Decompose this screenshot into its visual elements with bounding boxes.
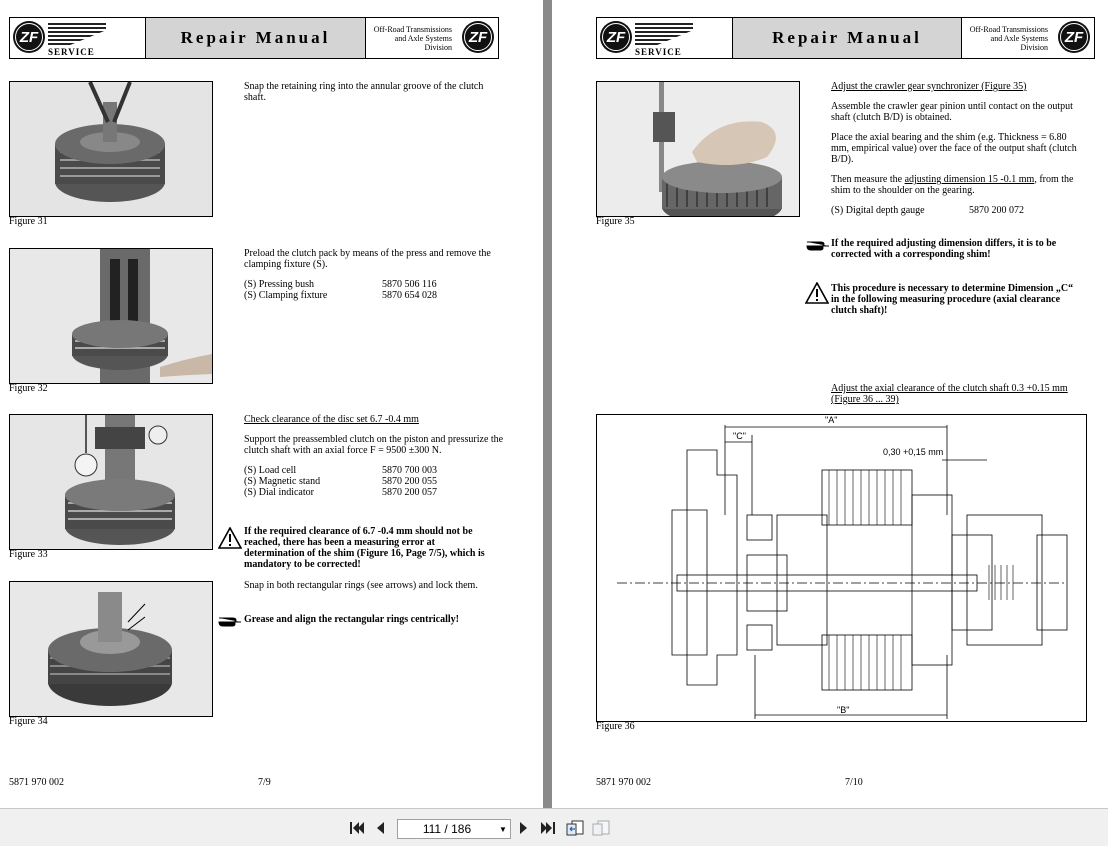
- warning-icon: [805, 282, 829, 304]
- figure-35-image: [596, 81, 800, 217]
- page-header: ZF SERVICE Repair Manual Off-Road Transm…: [596, 17, 1095, 59]
- service-label: SERVICE: [635, 47, 682, 57]
- footer-page-number: 7/10: [845, 777, 863, 788]
- figure-34-image: [9, 581, 213, 717]
- page-indicator: 111 / 186: [422, 822, 472, 836]
- service-label: SERVICE: [48, 47, 95, 57]
- figure-caption: Figure 36: [596, 721, 635, 732]
- pointing-hand-icon: [218, 617, 241, 627]
- note-text: If the required adjusting dimension diff…: [831, 238, 1057, 260]
- step-block: Adjust the crawler gear synchronizer (Fi…: [831, 81, 1086, 216]
- figure-caption: Figure 31: [9, 216, 48, 227]
- first-page-button[interactable]: [349, 820, 365, 836]
- forward-view-icon: [592, 820, 610, 836]
- left-page: ZF SERVICE Repair Manual Off-Road Transm…: [0, 0, 543, 808]
- previous-page-icon: [377, 822, 384, 834]
- step-heading: Adjust the crawler gear synchronizer (Fi…: [831, 81, 1027, 92]
- right-page: ZF SERVICE Repair Manual Off-Road Transm…: [552, 0, 1108, 808]
- zf-service-logo: ZF SERVICE: [10, 18, 146, 58]
- back-view-button[interactable]: [566, 820, 584, 836]
- zf-logo-icon: ZF: [13, 21, 45, 53]
- figure-36-drawing: "A" "C" 0,30 +0,15 mm "B": [596, 414, 1087, 722]
- manual-title: Repair Manual: [733, 18, 962, 58]
- step-text: Support the preassembled clutch on the p…: [244, 434, 504, 456]
- next-page-icon: [520, 822, 527, 834]
- step-block: Preload the clutch pack by means of the …: [244, 248, 499, 301]
- footer-doc-number: 5871 970 002: [596, 777, 651, 788]
- footer-doc-number: 5871 970 002: [9, 777, 64, 788]
- step-text: Snap the retaining ring into the annular…: [244, 81, 484, 103]
- zf-logo-icon: ZF: [600, 21, 632, 53]
- dimension-b-label: "B": [837, 705, 850, 715]
- dimension-c-label: "C": [733, 431, 746, 441]
- warning-text: If the required clearance of 6.7 -0.4 mm…: [244, 526, 485, 570]
- navigation-toolbar: 111 / 186 ▼: [0, 808, 1108, 846]
- dimension-clearance-label: 0,30 +0,15 mm: [883, 447, 944, 457]
- zf-logo-icon: ZF: [462, 21, 494, 53]
- step-text: Snap in both rectangular rings (see arro…: [244, 580, 478, 591]
- warning-text: This procedure is necessary to determine…: [831, 283, 1074, 316]
- figure-33-image: [9, 414, 213, 550]
- footer-page-number: 7/9: [258, 777, 271, 788]
- next-page-button[interactable]: [518, 820, 530, 836]
- first-page-icon: [350, 822, 364, 834]
- zf-logo-icon: ZF: [1058, 21, 1090, 53]
- step-heading: Adjust the axial clearance of the clutch…: [831, 383, 1068, 405]
- figure-32-image: [9, 248, 213, 384]
- warning-icon: [218, 527, 242, 549]
- manual-title: Repair Manual: [146, 18, 366, 58]
- pointing-hand-icon: [806, 241, 829, 251]
- chevron-down-icon: ▼: [499, 824, 507, 834]
- back-view-icon: [566, 820, 584, 836]
- forward-view-button[interactable]: [592, 820, 610, 836]
- last-page-icon: [541, 822, 555, 834]
- note-text: Grease and align the rectangular rings c…: [244, 614, 459, 625]
- step-text: Place the axial bearing and the shim (e.…: [831, 132, 1077, 165]
- page-gap: [543, 0, 552, 808]
- step-text: Preload the clutch pack by means of the …: [244, 248, 491, 270]
- page-header: ZF SERVICE Repair Manual Off-Road Transm…: [9, 17, 499, 59]
- previous-page-button[interactable]: [374, 820, 386, 836]
- dimension-a-label: "A": [825, 415, 838, 425]
- figure-caption: Figure 35: [596, 216, 635, 227]
- zf-service-logo: ZF SERVICE: [597, 18, 733, 58]
- last-page-button[interactable]: [540, 820, 556, 836]
- figure-31-image: [9, 81, 213, 217]
- figure-caption: Figure 32: [9, 383, 48, 394]
- page-number-select[interactable]: 111 / 186 ▼: [397, 819, 511, 839]
- step-heading: Check clearance of the disc set 6.7 -0.4…: [244, 414, 419, 425]
- figure-caption: Figure 34: [9, 716, 48, 727]
- figure-caption: Figure 33: [9, 549, 48, 560]
- step-text: Then measure the adjusting dimension 15 …: [831, 174, 1074, 196]
- step-block: Check clearance of the disc set 6.7 -0.4…: [244, 414, 504, 498]
- step-text: Assemble the crawler gear pinion until c…: [831, 101, 1073, 123]
